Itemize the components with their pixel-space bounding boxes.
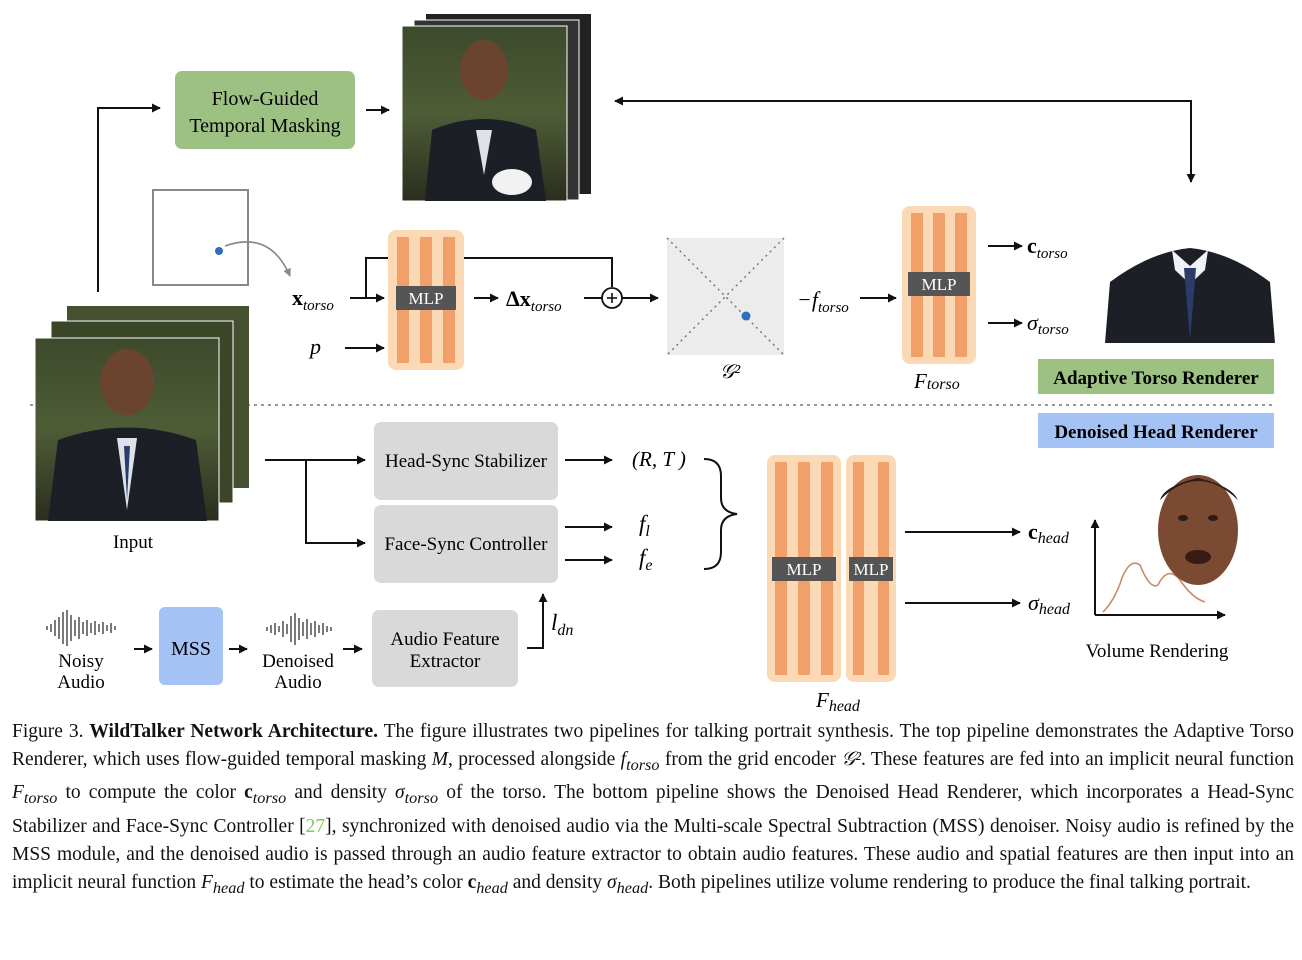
arrow-input-to-facesync <box>305 460 366 548</box>
denoised-audio-label-2: Audio <box>274 672 322 693</box>
c-torso-label: ctorso <box>1027 233 1068 262</box>
adaptive-torso-legend <box>1038 359 1274 394</box>
face-sync-box <box>374 505 558 583</box>
flow-guided-label-1: Flow-Guided <box>212 88 319 110</box>
F-head-label: Fhead <box>815 688 861 715</box>
figure-caption: Figure 3. WildTalker Network Architectur… <box>12 718 1294 902</box>
input-frames-stack <box>34 306 249 522</box>
caption-math: c <box>244 782 253 804</box>
rendered-torso-image <box>1105 248 1275 343</box>
f-torso-label: −ftorso <box>797 287 849 316</box>
arrow-input-to-masking <box>97 103 161 292</box>
mlp-label: MLP <box>854 560 889 579</box>
arrow-sample-curve <box>224 241 291 277</box>
caption-math: F <box>12 782 24 804</box>
caption-text: and density <box>507 872 607 894</box>
sigma-torso-label: σtorso <box>1027 310 1069 338</box>
grid-point <box>741 311 751 321</box>
masked-frames-stack <box>401 14 591 202</box>
caption-math: c <box>467 872 477 894</box>
fe-label: fe <box>639 545 653 574</box>
F-torso-label: Ftorso <box>913 369 960 393</box>
noisy-audio-label-2: Audio <box>57 672 105 693</box>
caption-text: . Both pipelines utilize volume renderin… <box>648 872 1251 894</box>
caption-math: σ <box>606 872 617 894</box>
denoised-head-label: Denoised Head Renderer <box>1054 422 1258 443</box>
mlp-label: MLP <box>922 275 957 294</box>
mss-label: MSS <box>171 638 211 660</box>
caption-math-sub: torso <box>23 789 58 808</box>
citation-link[interactable]: 27 <box>305 815 326 837</box>
caption-text: from the grid encoder <box>659 749 842 771</box>
volume-rendering-plot <box>1090 519 1226 620</box>
volume-rendering-label: Volume Rendering <box>1086 641 1229 662</box>
audio-extractor-box <box>372 610 518 687</box>
ldn-label: ldn <box>551 610 573 639</box>
caption-text: . These features are fed into an implici… <box>860 749 1294 771</box>
caption-text: to estimate the head’s color <box>244 872 468 894</box>
caption-math-sub: torso <box>404 789 439 808</box>
sample-point-frame <box>152 189 249 286</box>
caption-text: The figure illustrates two pipelines for… <box>12 721 1294 771</box>
mlp-f-torso: MLP <box>902 206 976 364</box>
caption-math: σ <box>395 782 405 804</box>
noisy-audio-label-1: Noisy <box>58 651 104 672</box>
skip-connection <box>365 257 613 298</box>
audio-extractor-label-2: Extractor <box>410 651 481 672</box>
face-sync-label: Face-Sync Controller <box>384 534 548 555</box>
caption-math-sub: torso <box>252 789 287 808</box>
input-label: Input <box>113 532 154 553</box>
caption-math-sub: head <box>616 879 649 898</box>
caption-math: 𝒢² <box>841 749 861 771</box>
mlp-torso-offset: MLP <box>388 230 464 370</box>
mlp-f-head-1: MLP <box>767 455 841 682</box>
caption-math: F <box>201 872 213 894</box>
fl-label: fl <box>639 511 650 540</box>
caption-title: WildTalker Network Architecture. <box>89 721 379 742</box>
sample-point <box>215 247 223 255</box>
flow-guided-label-2: Temporal Masking <box>189 115 340 137</box>
flow-guided-masking-box <box>175 71 355 149</box>
caption-text: of the torso. The bottom pipeline shows … <box>12 782 1295 837</box>
rendered-head-image <box>1158 475 1238 585</box>
caption-math: M <box>431 749 449 771</box>
dx-torso-label: Δxtorso <box>506 286 562 315</box>
caption-math-sub: head <box>476 879 508 898</box>
g2-label: 𝒢² <box>720 361 741 383</box>
caption-math-sub: head <box>212 879 245 898</box>
caption-figure-number: Figure 3. <box>12 721 84 742</box>
sigma-head-label: σhead <box>1028 590 1071 618</box>
c-head-label: chead <box>1028 519 1070 547</box>
caption-math-sub: torso <box>626 756 660 775</box>
grid-encoder <box>667 238 784 355</box>
denoised-audio-waveform <box>266 613 332 645</box>
head-sync-box <box>374 422 558 500</box>
mlp-f-head-2: MLP <box>846 455 896 682</box>
caption-text: , processed alongside <box>448 749 621 771</box>
p-label: p <box>308 334 321 359</box>
mss-box <box>159 607 223 685</box>
arrow-extractor-to-facesync <box>527 593 548 649</box>
caption-math: f <box>620 749 627 771</box>
caption-text: to compute the color <box>57 782 245 804</box>
RT-label: (R, T ) <box>632 447 686 471</box>
mlp-label: MLP <box>409 289 444 308</box>
caption-text: and density <box>286 782 396 804</box>
architecture-diagram: Flow-Guided Temporal Masking xtorso p ML… <box>30 14 1276 715</box>
denoised-head-legend <box>1038 413 1274 448</box>
noisy-audio-waveform <box>46 610 116 646</box>
features-brace <box>703 458 738 570</box>
x-torso-label: xtorso <box>292 285 334 314</box>
mlp-label: MLP <box>787 560 822 579</box>
caption-text: ], synchronized with denoised audio via … <box>12 815 1294 894</box>
arrow-torso-feedback <box>614 96 1196 183</box>
denoised-audio-label-1: Denoised <box>262 651 334 672</box>
audio-extractor-label-1: Audio Feature <box>390 629 499 650</box>
adaptive-torso-label: Adaptive Torso Renderer <box>1053 368 1259 389</box>
head-sync-label: Head-Sync Stabilizer <box>385 451 548 472</box>
